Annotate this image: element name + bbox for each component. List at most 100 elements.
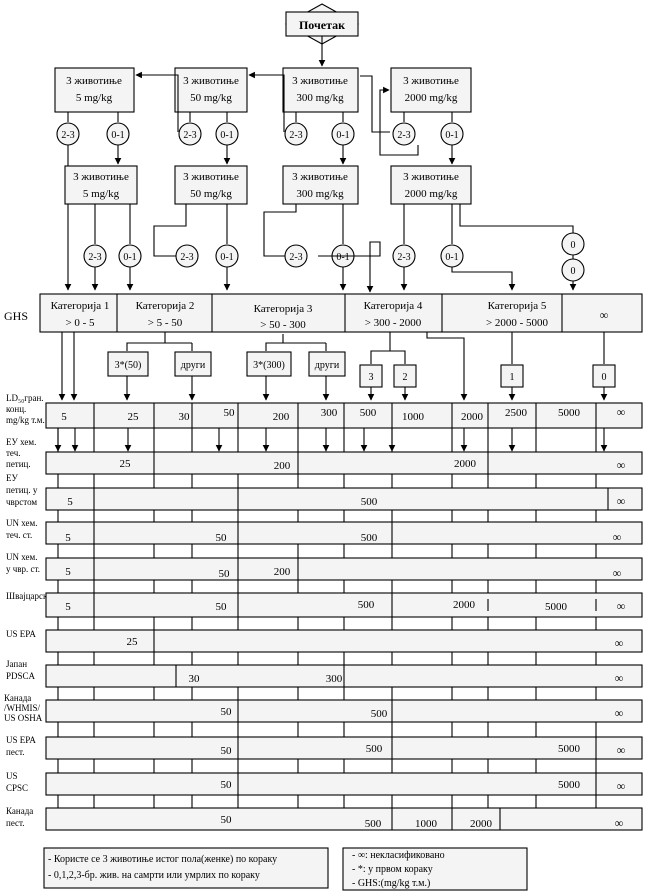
dose-box-value: 2000 mg/kg — [405, 92, 458, 104]
row-value: 50 — [221, 706, 233, 718]
outcome-label: 2-3 — [289, 130, 302, 141]
ld50-label-line: конц. — [6, 404, 26, 414]
row-label: Канада — [4, 693, 31, 703]
row-value: ∞ — [617, 779, 626, 793]
row-value: 25 — [120, 458, 132, 470]
ld50-value: 300 — [321, 407, 338, 419]
sub-box-inf-0: 0 — [592, 364, 616, 388]
outcome-label: 0 — [571, 240, 576, 251]
sub-box-cat4-3: 3 — [359, 364, 383, 388]
ghs-category-name: Категорија 5 — [488, 300, 547, 312]
dose-box-top-300: 3 животиње 300 mg/kg — [282, 67, 359, 113]
outcome-circle-top-2000-alive: 0-1 — [440, 122, 464, 146]
reg-row-us-epa-pesticides: US EPA пест. 50 500 5000 ∞ — [6, 735, 643, 760]
ld50-value: 500 — [360, 407, 377, 419]
outcome-circle-zero-lower: 0 — [561, 258, 585, 282]
dose-box-second-300: 3 животиње 300 mg/kg — [282, 165, 359, 205]
row-value: ∞ — [613, 566, 622, 580]
ghs-category-range: > 2000 - 5000 — [486, 317, 549, 329]
ghs-label: GHS — [4, 309, 28, 323]
row-value: 30 — [189, 673, 201, 685]
row-label: петиц. у — [6, 485, 38, 495]
legend-line: - *: у првом кораку — [352, 864, 433, 875]
dose-box-top-2000: 3 животиње 2000 mg/kg — [390, 67, 472, 113]
row-value: 50 — [221, 745, 233, 757]
dose-box-label: 3 животиње — [403, 75, 459, 87]
ghs-category-3: Категорија 3 > 50 - 300 — [254, 303, 313, 331]
row-value: 200 — [274, 460, 291, 472]
reg-row-us-epa: US EPA 25 ∞ — [6, 629, 643, 653]
ld50-value: ∞ — [617, 405, 626, 419]
row-value: 5000 — [545, 601, 568, 613]
row-value: ∞ — [615, 706, 624, 720]
ghs-sub-connectors — [58, 332, 605, 401]
ghs-bar — [39, 293, 643, 333]
row-value: 50 — [219, 568, 231, 580]
reg-row-un-solid: UN хем. у чвр. ст. 5 50 200 ∞ — [6, 552, 643, 581]
ghs-category-range: > 5 - 50 — [148, 317, 183, 329]
row-label: US — [6, 771, 18, 781]
ld50-label-line: mg/kg т.м. — [6, 415, 45, 425]
outcome-label: 2-3 — [88, 252, 101, 263]
outcome-circle-second-2000-alive: 0-1 — [440, 244, 464, 268]
dose-box-label: 3 животиње — [403, 171, 459, 183]
row-label: US OSHA — [4, 713, 43, 723]
dose-box-label: 3 животиње — [183, 171, 239, 183]
row-value: ∞ — [613, 530, 622, 544]
outcome-label: 2-3 — [397, 252, 410, 263]
row-value: 500 — [358, 599, 375, 611]
row-value: 50 — [216, 532, 228, 544]
row-label: теч. ст. — [6, 530, 32, 540]
row-value: 2000 — [454, 458, 477, 470]
reg-row-switzerland: Швајцарска 5 50 500 2000 5000 ∞ — [6, 591, 643, 618]
row-label: Канада — [6, 806, 33, 816]
second-branches — [94, 204, 574, 257]
row-label: PDSCA — [6, 671, 36, 681]
ld50-label-line: LD₅₀гран. — [6, 393, 44, 403]
row-value: 300 — [326, 673, 343, 685]
outcome-circle-second-5-dead: 2-3 — [83, 244, 107, 268]
dose-box-second-50: 3 животиње 50 mg/kg — [174, 165, 248, 205]
reg-row-us-cpsc: US CPSC 50 5000 ∞ — [6, 771, 643, 796]
sub-box-arrows — [123, 376, 608, 401]
ghs-category-name: Категорија 1 — [51, 300, 110, 312]
sub-box-label: 0 — [602, 372, 607, 383]
ld50-bar — [45, 402, 643, 429]
outcome-circle-top-50-dead: 2-3 — [178, 122, 202, 146]
row-label: UN хем. — [6, 552, 37, 562]
outcome-circle-top-300-alive: 0-1 — [331, 122, 355, 146]
row-label: чврстом — [6, 497, 37, 507]
reg-row-canada-pesticides: Канада пест. 50 500 1000 2000 ∞ — [6, 806, 643, 831]
row-value: 50 — [216, 601, 228, 613]
row-label: теч. — [6, 448, 20, 458]
row-value: 500 — [365, 818, 382, 830]
row-value: ∞ — [617, 494, 626, 508]
row-value: 50 — [221, 814, 233, 826]
sub-box-cat2-other: други — [174, 351, 212, 377]
row-value: 500 — [361, 496, 378, 508]
row-value: 5 — [65, 601, 71, 613]
row-value: 5 — [65, 532, 71, 544]
outcome-circle-second-50-dead: 2-3 — [175, 244, 199, 268]
ghs-category-2: Категорија 2 > 5 - 50 — [136, 300, 195, 329]
row-value: 500 — [366, 743, 383, 755]
legend-line: - Користе се 3 животиње истог пола(женке… — [48, 854, 277, 865]
dose-box-value: 300 mg/kg — [296, 188, 344, 200]
outcome-circle-top-50-alive: 0-1 — [215, 122, 239, 146]
ghs-category-name: Категорија 3 — [254, 303, 313, 315]
ghs-category-name: Категорија 2 — [136, 300, 195, 312]
row-label: ЕУ хем. — [6, 437, 36, 447]
row-value: 500 — [361, 532, 378, 544]
sub-box-label: 3*(300) — [253, 360, 285, 371]
dose-box-label: 3 животиње — [292, 75, 348, 87]
row-label: ЕУ — [6, 473, 18, 483]
reg-row-eu-solid: ЕУ петиц. у чврстом 5 500 ∞ — [6, 473, 643, 511]
sub-box-label: други — [315, 360, 340, 371]
ghs-category-range: ∞ — [600, 308, 609, 322]
reg-row-eu-liquid: ЕУ хем. теч. петиц. 25 200 2000 ∞ — [6, 437, 643, 475]
ld50-value: 25 — [128, 411, 140, 423]
outcome-circle-top-2000-dead: 2-3 — [392, 122, 416, 146]
reg-row-un-liquid: UN хем. теч. ст. 5 50 500 ∞ — [6, 518, 643, 545]
outcome-circle-second-2000-dead: 2-3 — [392, 244, 416, 268]
